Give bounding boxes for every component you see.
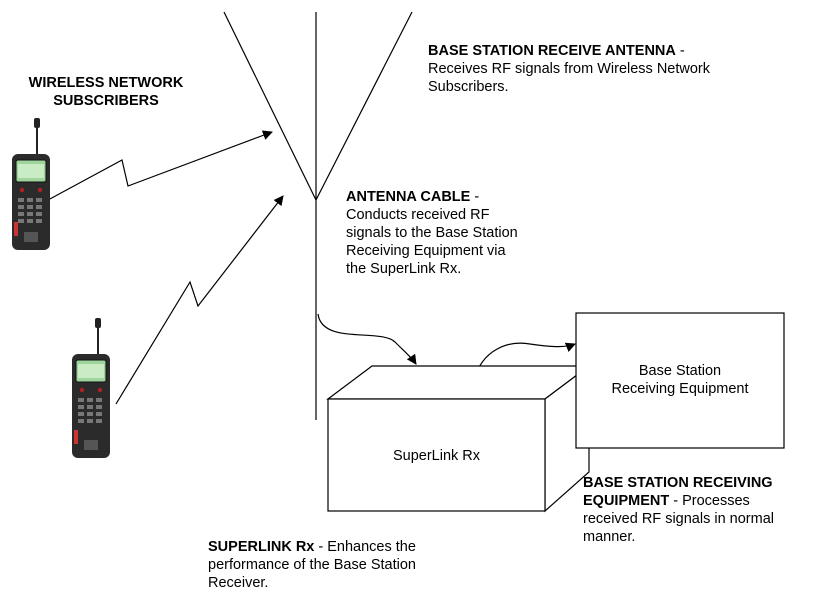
base-station-box-line2: Receiving Equipment <box>611 381 749 397</box>
rf-signal-path-top <box>47 130 273 201</box>
antenna-cable-line4: the SuperLink Rx. <box>346 261 462 277</box>
mobile-phone-icon <box>72 318 110 458</box>
antenna-cable-title: ANTENNA CABLE <box>346 189 471 205</box>
base-station-box-line1: Base Station <box>638 363 722 379</box>
cable-arrow-to-base-station <box>473 342 576 381</box>
cable-arrow-to-superlink <box>317 313 417 365</box>
antenna-cable-sep: - <box>470 189 480 205</box>
receive-antenna-line1: Receives RF signals from Wireless Networ… <box>428 61 711 77</box>
subscribers-label-line1: WIRELESS NETWORK <box>28 75 184 91</box>
rf-signal-path-bottom <box>115 195 284 405</box>
base-station-desc-title-line1: BASE STATION RECEIVING <box>583 475 773 491</box>
superlink-box-label: SuperLink Rx <box>392 448 481 464</box>
base-station-desc-title-line2: EQUIPMENT <box>583 493 670 509</box>
base-station-desc-line3: received RF signals in normal <box>583 511 774 527</box>
base-station-desc-rest-line2: - Processes <box>669 493 750 509</box>
superlink-desc-title: SUPERLINK Rx <box>208 539 315 555</box>
superlink-desc-line3: Receiver. <box>208 575 269 591</box>
base-station-box-label: Base Station Receiving Equipment <box>576 362 784 398</box>
receive-antenna-line2: Subscribers. <box>428 79 509 95</box>
base-station-equipment-description: BASE STATION RECEIVING EQUIPMENT - Proce… <box>583 474 829 546</box>
superlink-rx-box <box>326 364 591 513</box>
receive-antenna-title: BASE STATION RECEIVE ANTENNA <box>428 43 676 59</box>
subscribers-label-line2: SUBSCRIBERS <box>53 93 159 109</box>
base-station-equipment-box <box>575 312 785 449</box>
superlink-description: SUPERLINK Rx - Enhances the performance … <box>208 538 498 592</box>
superlink-desc-rest-line1: - Enhances the <box>314 539 416 555</box>
antenna-icon <box>223 11 413 420</box>
base-station-desc-line4: manner. <box>583 529 636 545</box>
antenna-cable-description: ANTENNA CABLE - Conducts received RF sig… <box>346 188 606 278</box>
mobile-phone-icon <box>12 118 50 250</box>
receive-antenna-description: BASE STATION RECEIVE ANTENNA - Receives … <box>428 42 823 96</box>
receive-antenna-sep: - <box>675 43 685 59</box>
subscribers-label: WIRELESS NETWORK SUBSCRIBERS <box>12 74 200 110</box>
antenna-cable-line3: Receiving Equipment via <box>346 243 506 259</box>
superlink-desc-line2: performance of the Base Station <box>208 557 416 573</box>
antenna-cable-line1: Conducts received RF <box>346 207 490 223</box>
antenna-cable-line2: signals to the Base Station <box>346 225 518 241</box>
